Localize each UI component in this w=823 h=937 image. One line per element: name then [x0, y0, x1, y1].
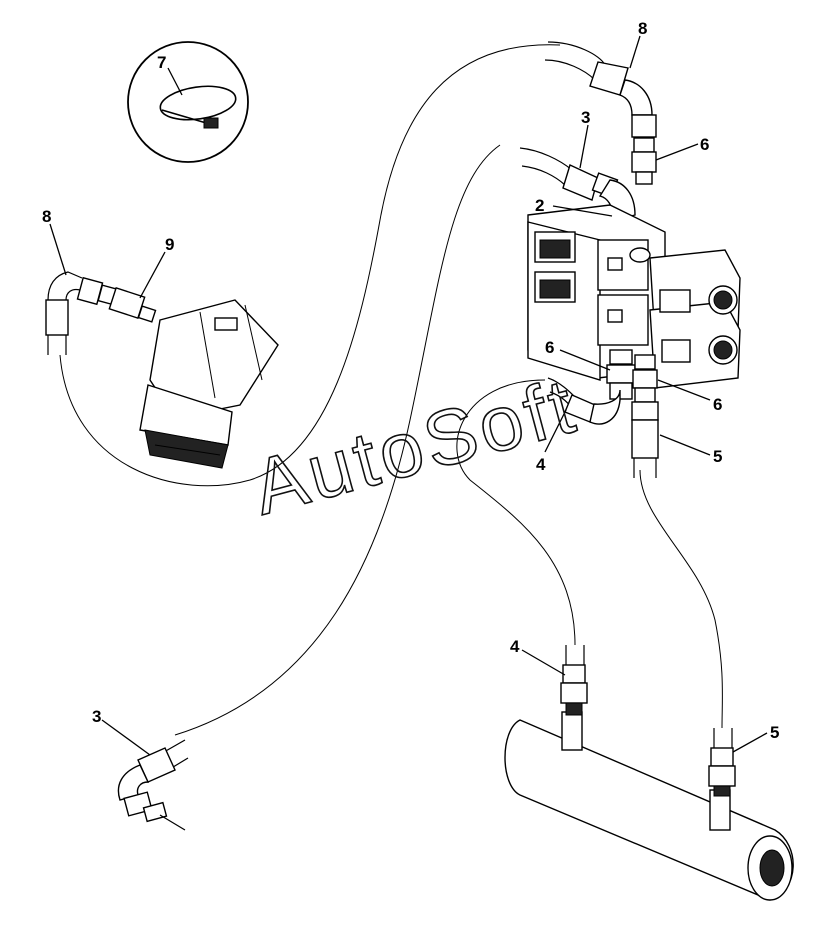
callout-5-mid: 5: [713, 447, 722, 466]
callout-8-top: 8: [638, 19, 647, 38]
callout-7: 7: [157, 53, 166, 72]
callout-6-mid-right: 6: [713, 395, 722, 414]
autosoft-watermark: AutoSoft: [244, 361, 587, 532]
callout-5-low: 5: [770, 723, 779, 742]
callout-3-low: 3: [92, 707, 101, 726]
leader-lines: [49, 35, 768, 756]
hose-routing-lines: [59, 44, 723, 736]
callout-8-left: 8: [42, 207, 51, 226]
cable-tie-detail: [127, 41, 249, 163]
callout-3-top: 3: [581, 108, 590, 127]
callout-2: 2: [535, 196, 544, 215]
callout-9: 9: [165, 235, 174, 254]
block-lower-fittings: [547, 349, 659, 478]
callout-labels: 7 8 3 6 2 8 9 6 6 4 5 4 3 5: [42, 19, 779, 742]
hydraulic-cylinder: [504, 711, 794, 901]
callout-4-low: 4: [510, 637, 520, 656]
lower-left-hose-end: [117, 739, 189, 831]
callout-6-top: 6: [700, 135, 709, 154]
top-hose-assembly: [544, 41, 657, 185]
left-hose-assembly: [45, 271, 157, 355]
callout-4-mid: 4: [536, 455, 546, 474]
callout-6-mid-left: 6: [545, 338, 554, 357]
hydraulic-motor: [139, 299, 279, 469]
directional-valve-block: [527, 204, 741, 389]
